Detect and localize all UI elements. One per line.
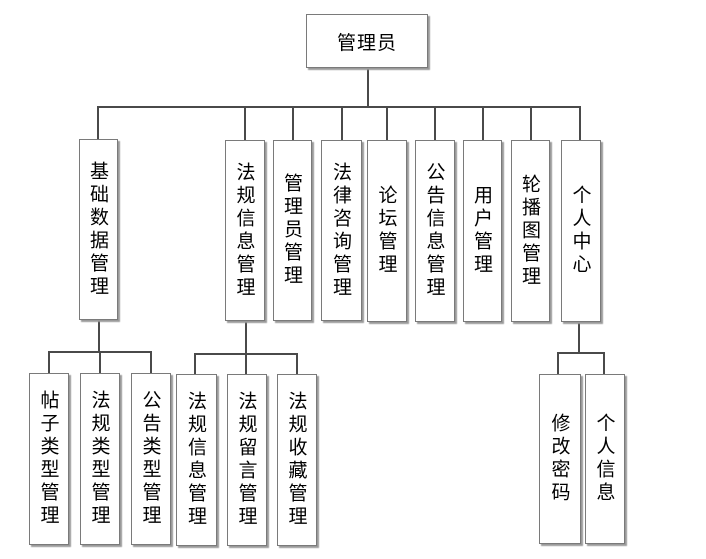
connector: [579, 106, 581, 140]
connector: [367, 68, 369, 107]
connector: [557, 352, 605, 354]
node-label: 法律咨询管理: [330, 161, 352, 300]
connector: [98, 320, 100, 352]
connector: [557, 352, 559, 374]
connector: [97, 106, 581, 108]
node-label: 轮播图管理: [519, 173, 541, 289]
node-label: 论坛管理: [375, 185, 398, 277]
connector: [578, 322, 580, 353]
node-user-mgmt: 用户管理: [463, 140, 502, 322]
node-change-password: 修改密码: [539, 374, 581, 544]
node-label: 用户管理: [471, 185, 493, 277]
node-notice-type: 公告类型管理: [131, 373, 171, 545]
connector: [244, 106, 246, 140]
node-label: 管理员管理: [281, 173, 303, 288]
connector: [296, 353, 298, 374]
node-basic-data: 基础数据管理: [79, 139, 118, 320]
connector: [434, 106, 436, 140]
connector: [97, 106, 99, 140]
connector: [245, 353, 247, 374]
node-label: 公告信息管理: [423, 162, 446, 300]
node-label: 公告类型管理: [139, 390, 162, 528]
node-label: 修改密码: [548, 413, 571, 505]
node-label: 个人信息: [593, 413, 616, 505]
connector: [48, 351, 50, 373]
node-post-type: 帖子类型管理: [29, 373, 69, 545]
node-law-type: 法规类型管理: [80, 373, 120, 545]
connector: [150, 351, 152, 373]
root-node-admin: 管理员: [306, 14, 428, 68]
node-legal-consult: 法律咨询管理: [321, 140, 362, 321]
node-personal-center: 个人中心: [561, 140, 601, 322]
connector: [292, 106, 294, 140]
node-law-info: 法规信息管理: [225, 140, 265, 321]
node-notice-info: 公告信息管理: [415, 140, 455, 322]
connector: [386, 106, 388, 140]
node-carousel: 轮播图管理: [511, 140, 550, 322]
node-label: 帖子类型管理: [37, 390, 60, 528]
node-admin-mgmt: 管理员管理: [273, 140, 312, 321]
node-law-info-sub: 法规信息管理: [176, 374, 217, 546]
node-label: 基础数据管理: [87, 160, 109, 299]
node-label: 法规类型管理: [88, 390, 111, 528]
connector: [245, 321, 247, 354]
node-label: 法规收藏管理: [285, 391, 308, 529]
node-law-collect: 法规收藏管理: [277, 374, 317, 546]
node-forum: 论坛管理: [367, 140, 407, 322]
node-label: 个人中心: [569, 185, 592, 277]
connector: [194, 353, 196, 374]
connector: [482, 106, 484, 140]
node-label: 管理员: [336, 31, 397, 54]
connector: [341, 106, 343, 140]
node-law-comment: 法规留言管理: [227, 374, 267, 546]
node-label: 法规信息管理: [185, 391, 207, 529]
node-personal-info: 个人信息: [585, 374, 625, 544]
node-label: 法规信息管理: [233, 161, 256, 300]
node-label: 法规留言管理: [235, 391, 258, 529]
connector: [99, 351, 101, 373]
connector: [530, 106, 532, 140]
connector: [603, 352, 605, 374]
